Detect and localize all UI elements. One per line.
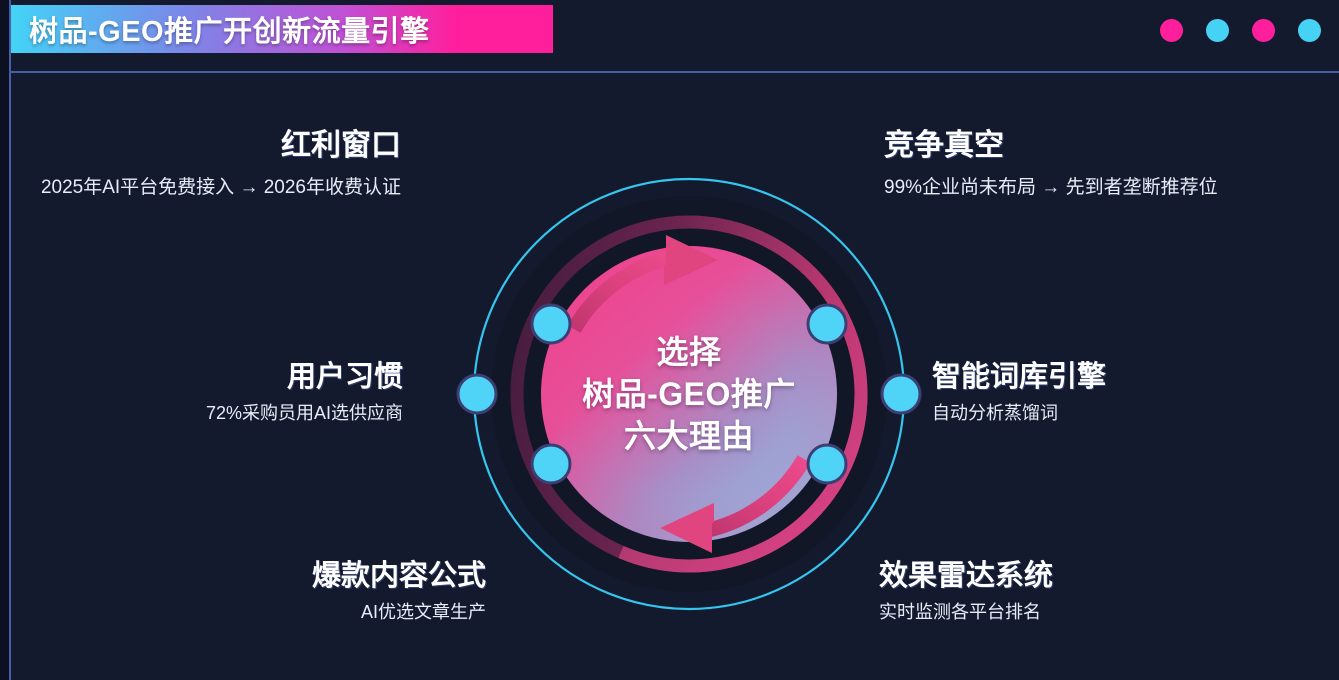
feature-competition-vacuum-subtitle: 99%企业尚未布局 → 先到者垄断推荐位 [884, 177, 1218, 198]
left-gutter [0, 0, 9, 680]
hub-node-1[interactable] [530, 303, 572, 345]
header-dot-2-icon [1206, 19, 1229, 42]
slide-title: 树品-GEO推广开创新流量引擎 [29, 16, 430, 48]
feature-user-habit: 用户习惯 72%采购员用AI选供应商 [0, 361, 403, 425]
feature-competition-vacuum-title: 竞争真空 [884, 129, 1004, 162]
feature-user-habit-title: 用户习惯 [286, 361, 403, 393]
hub-node-6[interactable] [806, 443, 848, 485]
hub-node-2[interactable] [806, 303, 848, 345]
hub-graphic [456, 177, 922, 611]
hub-node-5[interactable] [530, 443, 572, 485]
feature-competition-vacuum: 竞争真空 99%企业尚未布局 → 先到者垄断推荐位 [884, 129, 1314, 201]
header-dot-4-icon [1298, 19, 1321, 42]
hub-node-4[interactable] [880, 373, 922, 415]
hub-node-group [456, 303, 922, 485]
feature-smart-lexicon-engine-subtitle: 自动分析蒸馏词 [932, 402, 1058, 423]
feature-hit-content-formula: 爆款内容公式 AI优选文章生产 [56, 560, 486, 624]
header-dot-group [1160, 19, 1321, 42]
feature-effect-radar-system-title: 效果雷达系统 [879, 560, 1054, 592]
diagram-stage: 选择 树品-GEO推广 六大理由 红利窗口 2025年AI平台免费接入 → 20… [11, 74, 1339, 680]
feature-hit-content-formula-subtitle: AI优选文章生产 [360, 601, 486, 622]
central-hub: 选择 树品-GEO推广 六大理由 [456, 161, 922, 627]
header-dot-3-icon [1252, 19, 1275, 42]
hub-node-3[interactable] [456, 373, 498, 415]
feature-effect-radar-system-subtitle: 实时监测各平台排名 [879, 601, 1041, 622]
header-dot-1-icon [1160, 19, 1183, 42]
feature-smart-lexicon-engine-title: 智能词库引擎 [932, 361, 1107, 393]
feature-user-habit-subtitle: 72%采购员用AI选供应商 [205, 402, 403, 423]
header-divider-rule [11, 71, 1339, 73]
arrow-top-clockwise-icon [567, 235, 718, 333]
feature-benefit-window-title: 红利窗口 [281, 129, 401, 162]
arrow-bottom-clockwise-icon [660, 455, 811, 553]
feature-smart-lexicon-engine: 智能词库引擎 自动分析蒸馏词 [932, 361, 1339, 425]
feature-effect-radar-system: 效果雷达系统 实时监测各平台排名 [879, 560, 1309, 624]
feature-hit-content-formula-title: 爆款内容公式 [311, 560, 486, 592]
feature-benefit-window-subtitle: 2025年AI平台免费接入 → 2026年收费认证 [40, 177, 401, 198]
slide-title-bar: 树品-GEO推广开创新流量引擎 [11, 5, 553, 53]
hub-core-glow [541, 246, 837, 542]
left-vertical-rule [9, 0, 11, 680]
feature-benefit-window: 红利窗口 2025年AI平台免费接入 → 2026年收费认证 [0, 129, 401, 201]
hub-mid-ring-b [510, 215, 868, 573]
